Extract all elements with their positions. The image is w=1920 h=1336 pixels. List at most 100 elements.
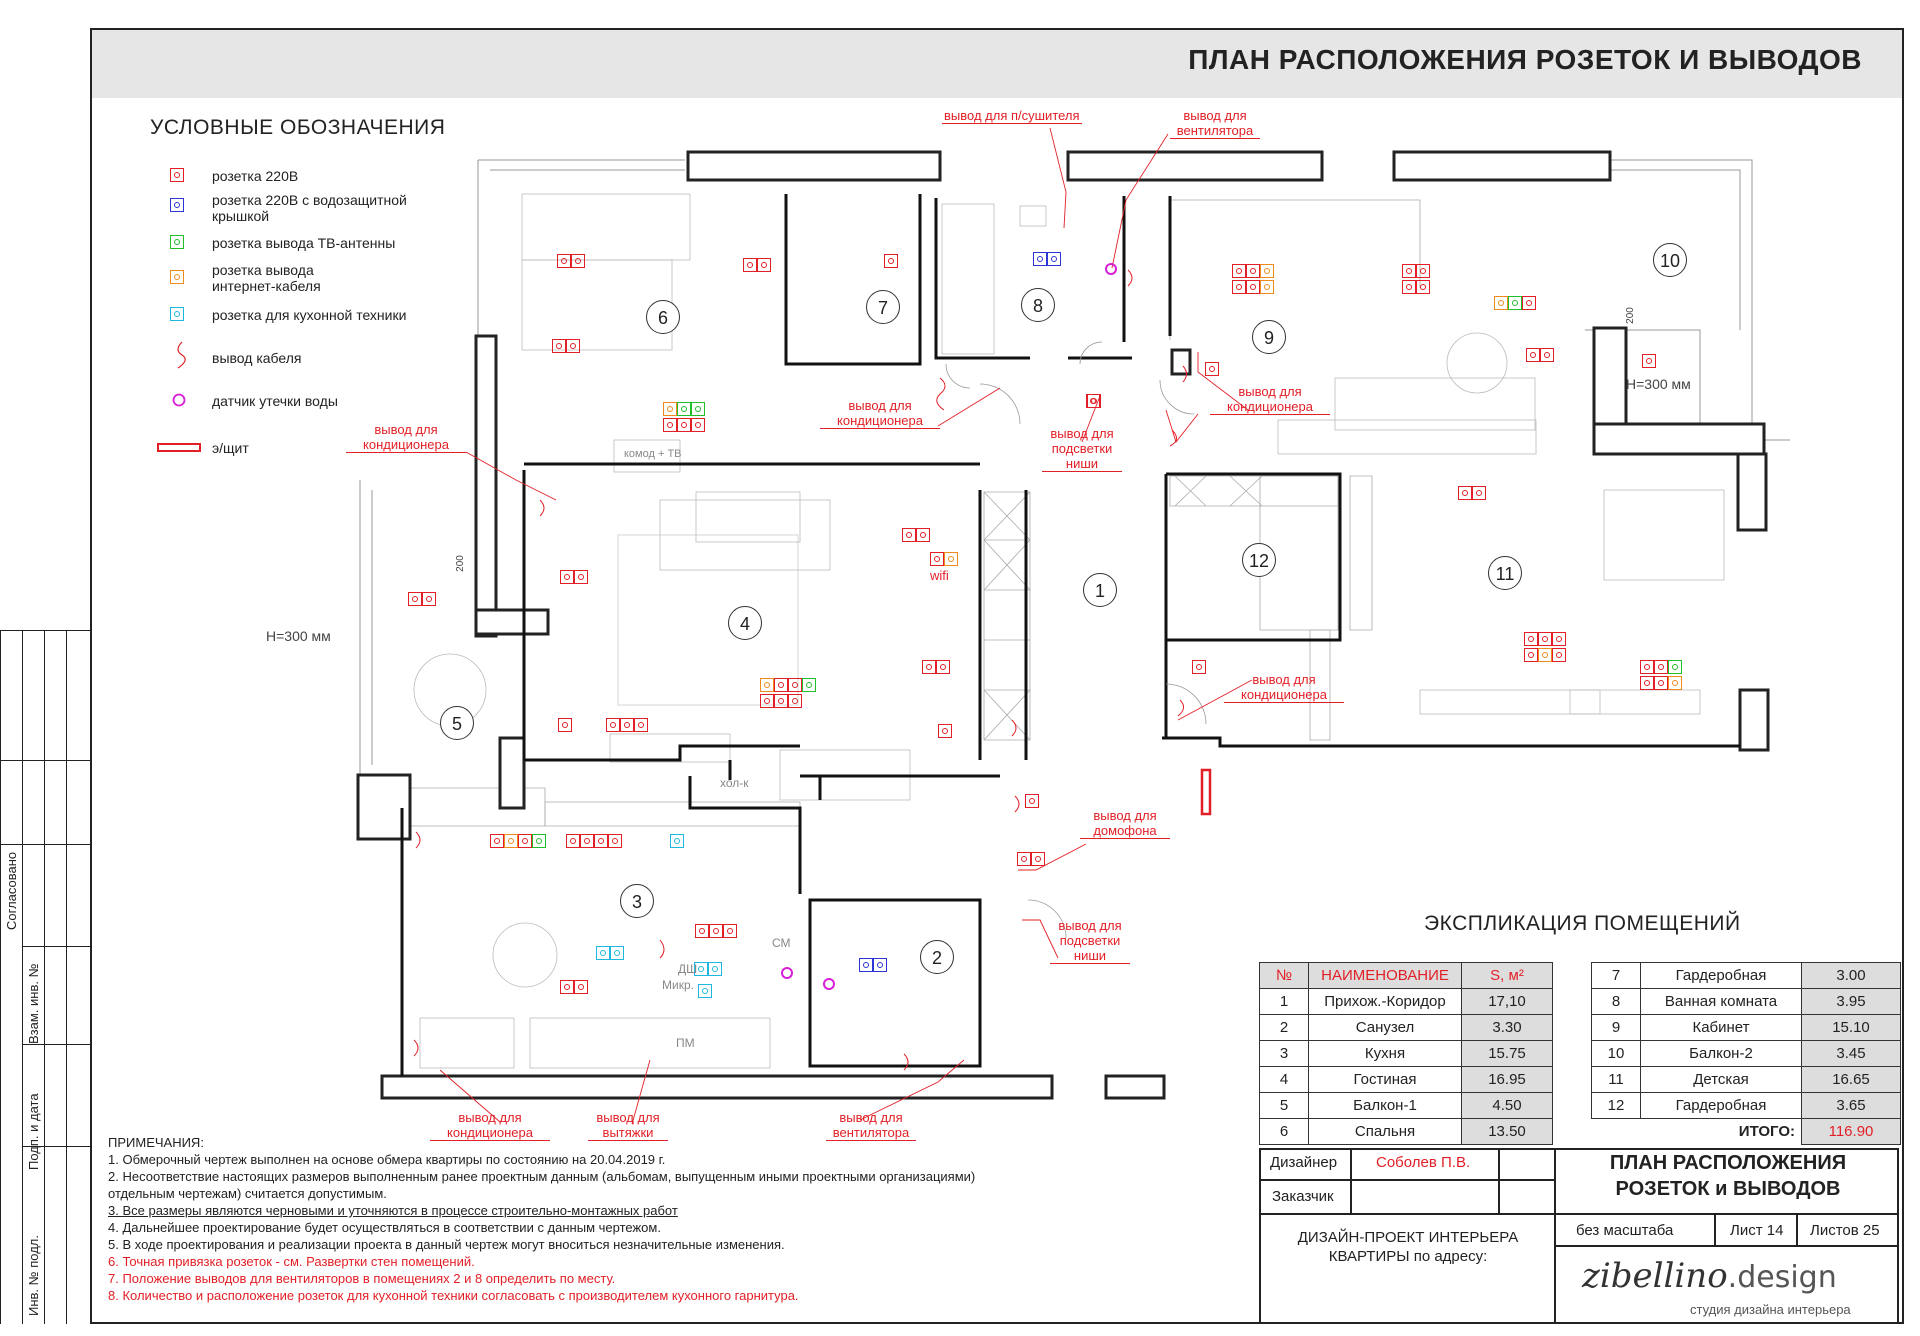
socket-220v — [1642, 354, 1656, 368]
studio-subtitle: студия дизайна интерьера — [1690, 1302, 1851, 1317]
row-no: 12 — [1591, 1092, 1641, 1119]
socket-220v — [1402, 280, 1416, 294]
callout-niche-top: вывод для подсветки ниши — [1042, 426, 1122, 472]
title-bar — [92, 30, 1902, 98]
legend-item-label: розетка для кухонной техники — [212, 307, 407, 323]
callout-ac-study: вывод для кондиционера — [1210, 384, 1330, 415]
socket-waterproof — [1033, 252, 1047, 266]
row-area: 15.10 — [1801, 1014, 1901, 1041]
cable-outlet-icon — [177, 341, 186, 369]
col-no: № — [1259, 962, 1309, 989]
socket-220v — [594, 834, 608, 848]
leak-sensor-icon — [172, 393, 186, 407]
socket-220v — [663, 418, 677, 432]
socket-kitchen — [610, 946, 624, 960]
electrical-panel — [1200, 768, 1212, 816]
legend-tv-socket-icon — [170, 235, 184, 249]
row-name: Гостиная — [1308, 1066, 1462, 1093]
socket-220v — [743, 258, 757, 272]
note-line: 4. Дальнейшее проектирование будет осуще… — [108, 1220, 661, 1235]
room-number: 12 — [1242, 543, 1276, 577]
plan-text-mikr: Микр. — [662, 978, 694, 992]
row-no: 5 — [1259, 1092, 1309, 1119]
socket-internet — [1260, 264, 1274, 278]
room-number: 9 — [1252, 320, 1286, 354]
room-number: 3 — [620, 884, 654, 918]
socket-220v — [566, 834, 580, 848]
row-area: 13.50 — [1461, 1118, 1553, 1145]
note-line-red: 8. Количество и расположение розеток для… — [108, 1288, 799, 1303]
notes-heading: ПРИМЕЧАНИЯ: — [108, 1135, 204, 1150]
row-name: Санузел — [1308, 1014, 1462, 1041]
row-name: Спальня — [1308, 1118, 1462, 1145]
sheets-total: Листов 25 — [1810, 1222, 1880, 1239]
legend-item-label: э/щит — [212, 440, 249, 456]
room-number: 1 — [1083, 573, 1117, 607]
callout-ac-bedroom: вывод для кондиционера — [346, 422, 466, 453]
socket-220v — [695, 924, 709, 938]
socket-220v — [936, 660, 950, 674]
socket-220v — [1640, 660, 1654, 674]
room-number: 6 — [646, 300, 680, 334]
socket-220v — [1031, 852, 1045, 866]
socket-220v — [930, 552, 944, 566]
socket-220v — [422, 592, 436, 606]
socket-220v — [709, 924, 723, 938]
socket-220v — [574, 570, 588, 584]
room-number: 5 — [440, 706, 474, 740]
socket-220v — [1526, 348, 1540, 362]
row-area: 17,10 — [1461, 988, 1553, 1015]
project-description: ДИЗАЙН-ПРОЕКТ ИНТЕРЬЕРА КВАРТИРЫ по адре… — [1297, 1229, 1519, 1265]
plan-height-right: Н=300 мм — [1626, 376, 1691, 392]
socket-220v — [1402, 264, 1416, 278]
plan-height-left: Н=300 мм — [266, 628, 331, 644]
legend-item-label: вывод кабеля — [212, 350, 302, 366]
socket-220v — [1017, 852, 1031, 866]
callout-niche-bottom: вывод для подсветки ниши — [1050, 918, 1130, 964]
socket-tv — [1668, 660, 1682, 674]
row-area: 15.75 — [1461, 1040, 1553, 1067]
socket-220v — [1416, 280, 1430, 294]
socket-220v — [760, 694, 774, 708]
client-label: Заказчик — [1272, 1188, 1334, 1205]
legend-socket-icon — [170, 168, 184, 182]
socket-waterproof — [873, 958, 887, 972]
socket-220v — [558, 718, 572, 732]
callout-ac-corridor: вывод для кондиционера — [820, 398, 940, 429]
socket-220v — [634, 718, 648, 732]
scale: без масштаба — [1576, 1222, 1674, 1239]
socket-tv — [802, 678, 816, 692]
row-no: 8 — [1591, 988, 1641, 1015]
explication-heading: ЭКСПЛИКАЦИЯ ПОМЕЩЕНИЙ — [1424, 912, 1741, 935]
socket-220v — [691, 418, 705, 432]
plan-text-wifi: wifi — [930, 568, 949, 583]
row-no: 2 — [1259, 1014, 1309, 1041]
row-name: Балкон-2 — [1640, 1040, 1802, 1067]
legend-heading: УСЛОВНЫЕ ОБОЗНАЧЕНИЯ — [150, 116, 446, 139]
socket-tv — [532, 834, 546, 848]
legend-item-label: датчик утечки воды — [212, 393, 338, 409]
socket-internet — [1494, 296, 1508, 310]
row-no: 9 — [1591, 1014, 1641, 1041]
project-title: ПЛАН РАСПОЛОЖЕНИЯ РОЗЕТОК и ВЫВОДОВ — [1609, 1152, 1847, 1200]
room-number: 4 — [728, 606, 762, 640]
side-stamp-strip — [0, 630, 90, 1324]
note-line: 1. Обмерочный чертеж выполнен на основе … — [108, 1152, 666, 1167]
note-line: 2. Несоответствие настоящих размеров вып… — [108, 1169, 976, 1184]
row-name: Детская — [1640, 1066, 1802, 1093]
row-area: 3.00 — [1801, 962, 1901, 989]
sheet-number: Лист 14 — [1730, 1222, 1784, 1239]
socket-tv — [691, 402, 705, 416]
socket-220v — [557, 254, 571, 268]
row-area: 3.30 — [1461, 1014, 1553, 1041]
row-area: 4.50 — [1461, 1092, 1553, 1119]
socket-220v — [774, 678, 788, 692]
room-number: 8 — [1021, 288, 1055, 322]
